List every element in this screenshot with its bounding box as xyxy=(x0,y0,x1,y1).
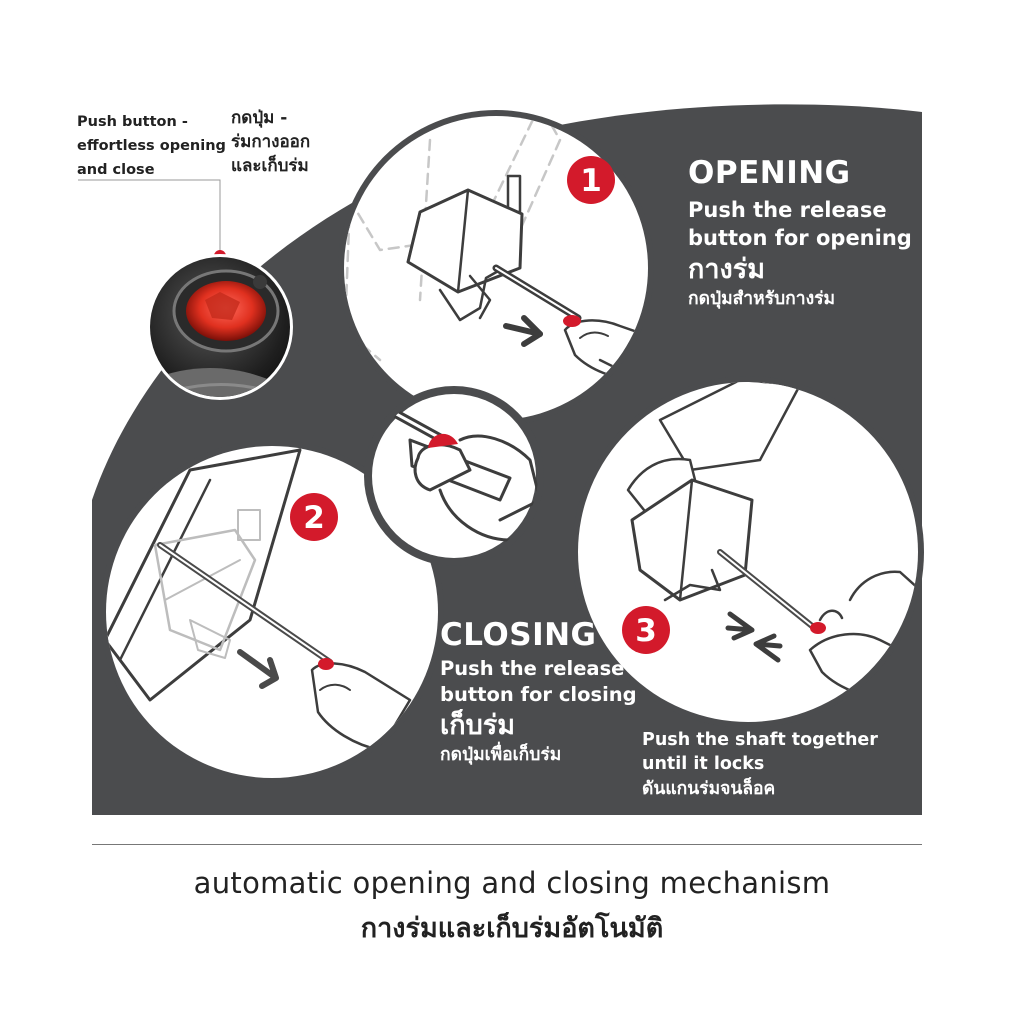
callout-thai: กดปุ่ม - ร่มกางออก และเก็บร่ม xyxy=(231,106,341,178)
callout-english: Push button - effortless opening and clo… xyxy=(77,110,237,182)
step-3-number: 3 xyxy=(635,613,657,649)
step-1-number: 1 xyxy=(580,163,602,199)
callout-en-line-2: effortless opening xyxy=(77,138,226,154)
shaft-line-2: until it locks xyxy=(642,754,765,774)
opening-text-block: OPENING Push the release button for open… xyxy=(688,155,918,312)
caption-thai: กางร่มและเก็บร่มอัตโนมัติ xyxy=(360,913,664,944)
step-2-button xyxy=(318,658,334,670)
step-3-button xyxy=(810,622,826,634)
callout-en-line-3: and close xyxy=(77,162,155,178)
step-3-badge xyxy=(622,606,670,654)
shaft-thai-desc: ดันแกนร่มจนล็อค xyxy=(642,779,776,799)
closing-line-2: button for closing xyxy=(440,682,637,706)
closing-thai-desc: กดปุ่มเพื่อเก็บร่ม xyxy=(440,744,562,765)
step-2-panel xyxy=(100,440,444,784)
caption-divider xyxy=(92,844,922,845)
zoom-panel xyxy=(364,386,544,566)
step-badges: 1 2 3 xyxy=(290,156,670,654)
closing-text-block: CLOSING Push the release button for clos… xyxy=(440,617,640,768)
callout-th-line-2: ร่มกางออก xyxy=(231,132,311,152)
shaft-line-1: Push the shaft together xyxy=(642,730,878,750)
step-1-button xyxy=(563,315,581,327)
callout-en-line-1: Push button - xyxy=(77,114,188,130)
opening-title: OPENING xyxy=(688,155,851,191)
callout-th-line-3: และเก็บร่ม xyxy=(231,156,309,176)
opening-line-1: Push the release xyxy=(688,197,887,222)
opening-thai-title: กางร่ม xyxy=(688,253,765,285)
step-1-badge xyxy=(567,156,615,204)
closing-title: CLOSING xyxy=(440,617,597,653)
closing-thai-title: เก็บร่ม xyxy=(440,709,516,741)
step-2-number: 2 xyxy=(303,500,325,536)
caption-english: automatic opening and closing mechanism xyxy=(193,866,831,900)
callout-th-line-1: กดปุ่ม - xyxy=(231,108,288,128)
shaft-text-block: Push the shaft together until it locks ด… xyxy=(642,728,902,802)
opening-thai-desc: กดปุ่มสำหรับกางร่ม xyxy=(688,288,836,309)
callout-leader xyxy=(78,179,221,255)
zoom-button xyxy=(428,433,458,448)
opening-line-2: button for opening xyxy=(688,225,912,250)
step-2-badge xyxy=(290,493,338,541)
closing-line-1: Push the release xyxy=(440,656,625,680)
button-photo xyxy=(147,254,293,400)
